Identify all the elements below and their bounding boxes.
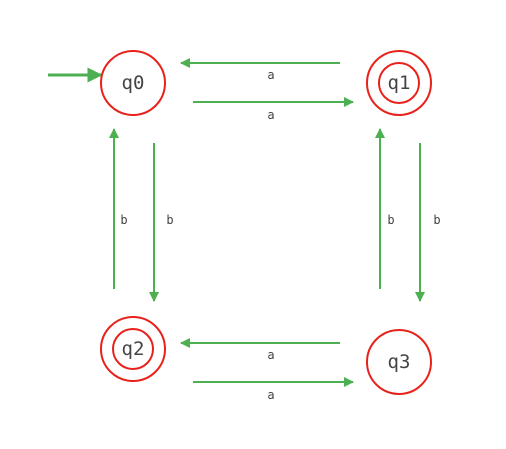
transition-q2-q0: b (109, 128, 128, 289)
transition-label: a (267, 68, 274, 82)
state-q3: q3 (366, 329, 432, 395)
transition-label: b (433, 213, 440, 227)
state-q1: q1 (366, 50, 432, 116)
accepting-ring (378, 62, 420, 104)
transition-label: a (267, 348, 274, 362)
state-circle (366, 329, 432, 395)
state-q2: q2 (100, 316, 166, 382)
state-circle (100, 50, 166, 116)
state-circle (366, 50, 432, 116)
transition-q1-q3: b (415, 143, 441, 302)
state-q0: q0 (100, 50, 166, 116)
transition-q3-q1: b (375, 128, 395, 289)
transition-label: b (166, 213, 173, 227)
state-circle (100, 316, 166, 382)
transition-q0-q1: a (193, 97, 354, 122)
state-label: q2 (122, 338, 145, 360)
transition-label: a (267, 388, 274, 402)
transition-label: b (120, 213, 127, 227)
transition-label: b (387, 213, 394, 227)
transition-label: a (267, 108, 274, 122)
state-label: q0 (122, 72, 145, 94)
state-label: q1 (388, 72, 411, 94)
transition-q3-q2: a (180, 338, 340, 362)
state-label: q3 (388, 351, 411, 373)
transition-q0-q2: b (149, 143, 174, 302)
transition-q1-q0: a (180, 58, 340, 82)
accepting-ring (112, 328, 154, 370)
transition-q2-q3: a (193, 377, 354, 402)
